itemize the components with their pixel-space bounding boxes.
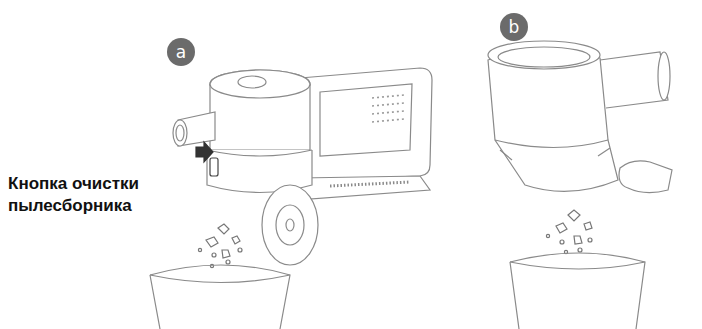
step-badge: b <box>500 13 528 41</box>
hand <box>619 161 672 193</box>
pointer-arrow <box>196 142 213 162</box>
trash-bin <box>510 253 645 329</box>
step-letter: a <box>176 44 186 61</box>
trash-bin <box>150 265 290 329</box>
vacuum-unit <box>173 68 432 265</box>
debris <box>198 224 242 268</box>
step-badge: a <box>167 38 195 66</box>
part-label: Кнопка очистки пылесборника <box>8 173 188 217</box>
debris <box>546 210 592 254</box>
step-letter: b <box>509 19 520 36</box>
